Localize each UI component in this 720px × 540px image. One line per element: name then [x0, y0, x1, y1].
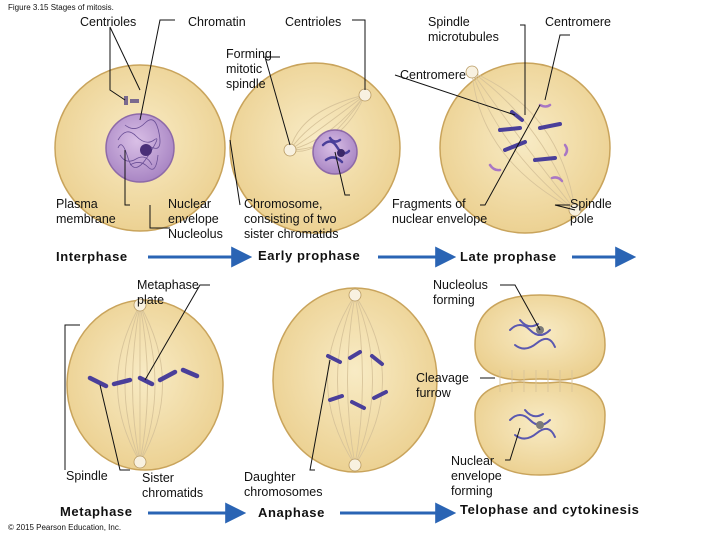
stage-interphase: Interphase	[56, 249, 128, 264]
label-centrioles-1: Centrioles	[80, 15, 137, 29]
label-metaphase-plate: Metaphase plate	[137, 278, 199, 307]
chromatin	[117, 119, 161, 170]
leader-lines	[64, 19, 576, 471]
label-daughter-chromosomes: Daughter chromosomes	[244, 470, 323, 499]
nuclear-envelope-fragments	[488, 103, 569, 183]
copyright: © 2015 Pearson Education, Inc.	[8, 523, 122, 532]
cleavage-spindle-remnant	[499, 370, 573, 392]
label-centrioles-2: Centrioles	[285, 15, 342, 29]
stage-late-prophase: Late prophase	[460, 249, 557, 264]
label-plasma-membrane: Plasma membrane	[56, 197, 116, 226]
label-centromere-1: Centromere	[545, 15, 611, 29]
label-chromosome: Chromosome, consisting of two sister chr…	[244, 197, 339, 241]
figure-title: Figure 3.15 Stages of mitosis.	[8, 3, 114, 12]
stage-anaphase: Anaphase	[258, 505, 325, 520]
label-nucleolus-forming: Nucleolus forming	[433, 278, 488, 307]
stage-early-prophase: Early prophase	[258, 248, 361, 263]
label-nuclear-envelope-forming: Nuclear envelope forming	[451, 454, 502, 498]
label-fragments-nuclear-envelope: Fragments of nuclear envelope	[392, 197, 488, 226]
telophase-chromatin	[509, 319, 556, 440]
telophase-cells	[474, 294, 606, 476]
stage-telophase: Telophase and cytokinesis	[460, 502, 640, 517]
label-nuclear-envelope: Nuclear envelope Nucleolus	[168, 197, 223, 241]
nucleus	[105, 113, 175, 183]
anaphase-cell	[272, 287, 438, 473]
metaphase-cell	[66, 298, 224, 471]
label-spindle: Spindle	[66, 469, 108, 483]
anaphase-spindle	[327, 294, 383, 466]
nucleolus	[140, 144, 152, 156]
label-forming-mitotic-spindle: Forming mitotic spindle	[226, 47, 272, 91]
late-prophase-chromosomes	[498, 110, 562, 162]
label-sister-chromatids: Sister chromatids	[142, 471, 204, 500]
label-centromere-2: Centromere	[400, 68, 466, 82]
label-chromatin: Chromatin	[188, 15, 246, 29]
label-spindle-pole: Spindle pole	[570, 197, 612, 226]
centrioles-interphase	[124, 96, 139, 105]
interphase-cell	[54, 64, 226, 232]
daughter-chromosomes-graphic	[326, 350, 388, 410]
late-prophase-cell	[439, 62, 611, 234]
metaphase-chromosomes	[87, 367, 200, 389]
label-spindle-microtubules: Spindle microtubules	[428, 15, 499, 44]
stage-metaphase: Metaphase	[60, 504, 133, 519]
metaphase-spindle	[117, 304, 163, 463]
label-cleavage-furrow: Cleavage furrow	[416, 371, 469, 400]
stage-arrows	[148, 246, 637, 524]
